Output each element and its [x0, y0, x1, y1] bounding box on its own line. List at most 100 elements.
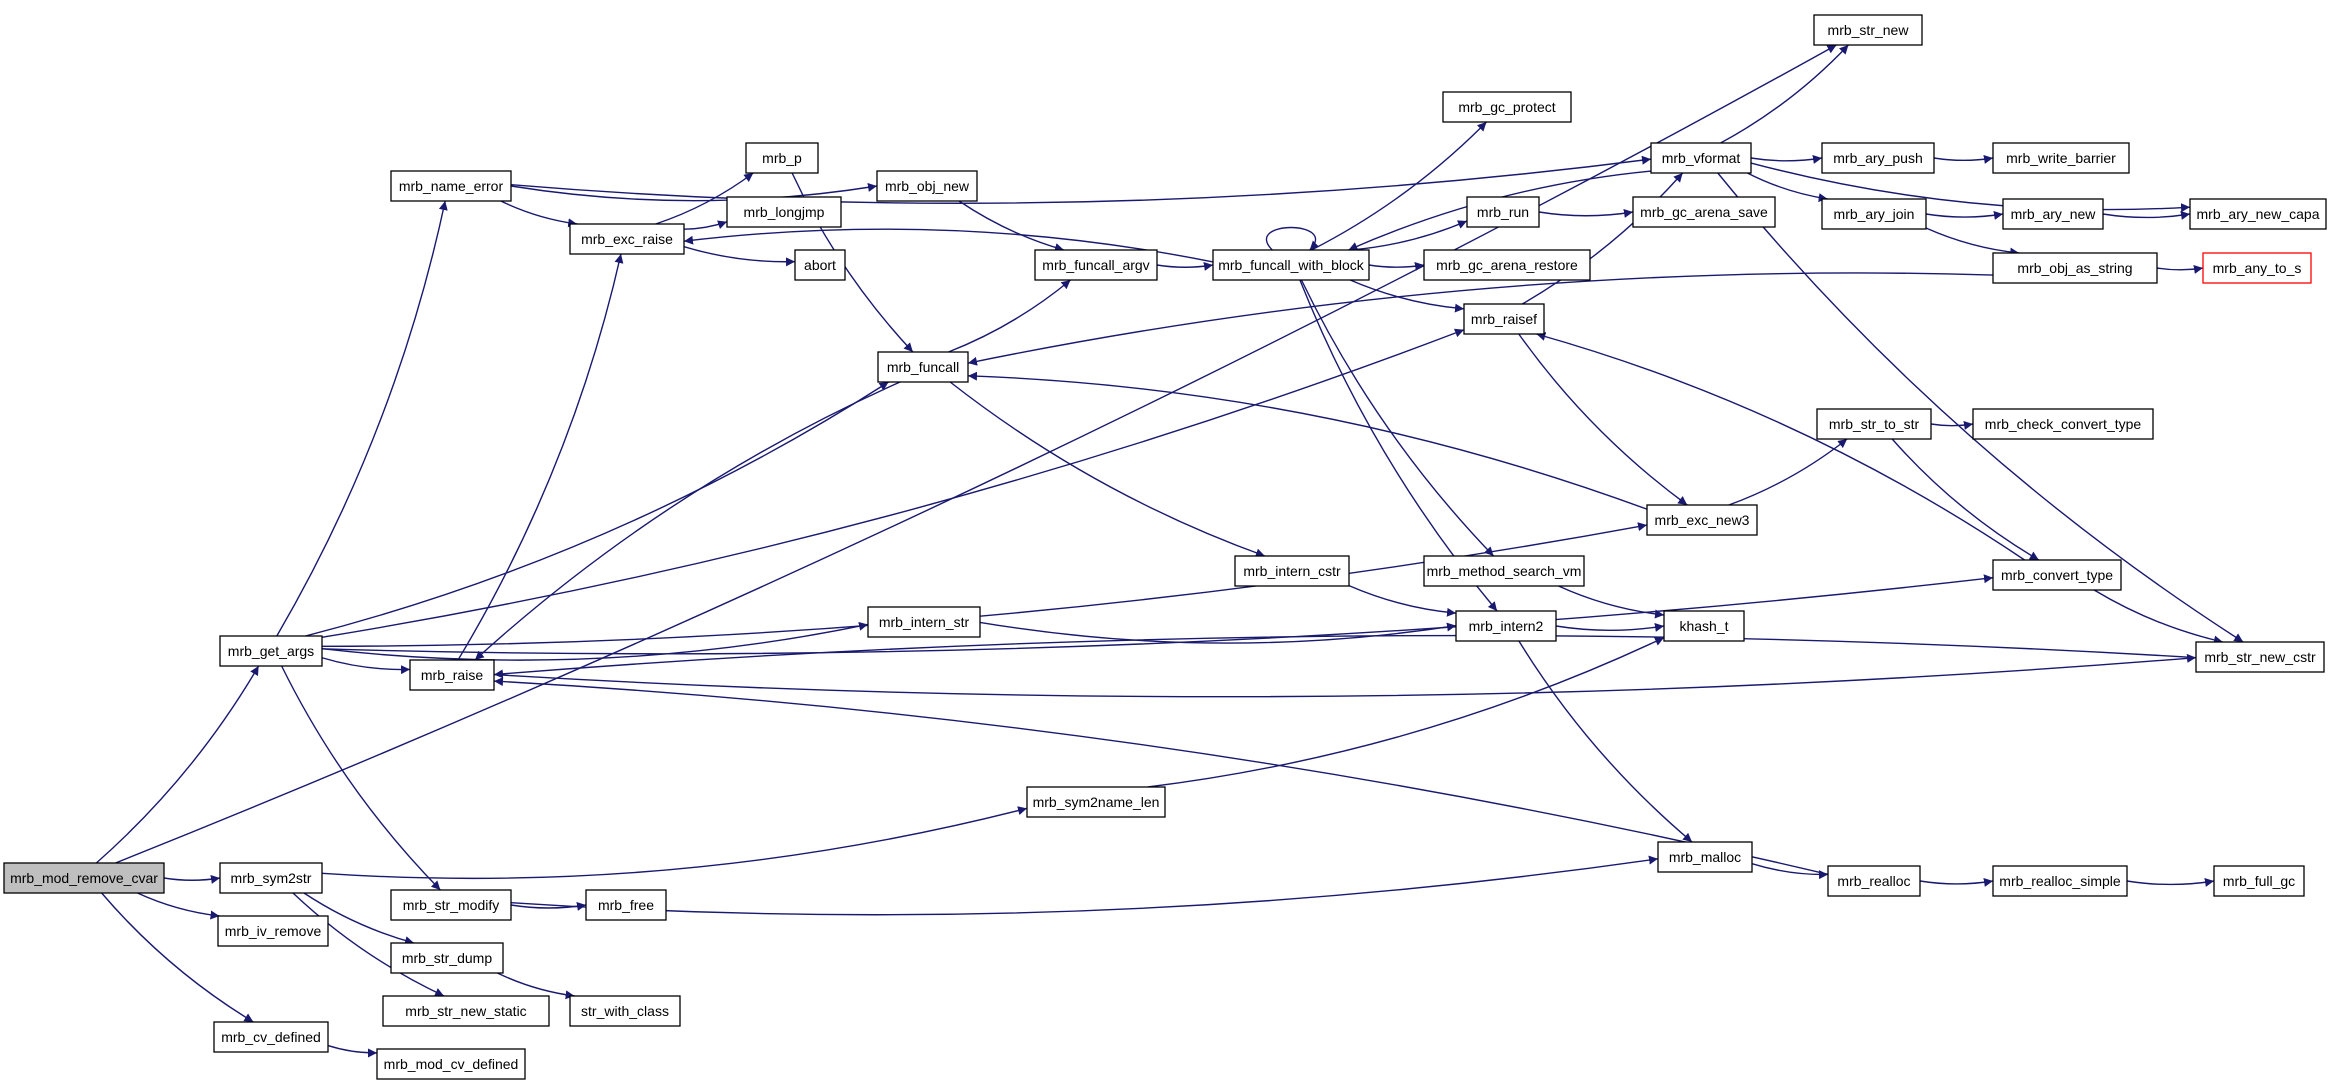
- node-label-realloc-simple: mrb_realloc_simple: [1999, 873, 2121, 889]
- node-convert-type[interactable]: mrb_convert_type: [1992, 559, 2122, 591]
- node-funcall[interactable]: mrb_funcall: [877, 351, 969, 383]
- node-khash-t[interactable]: khash_t: [1663, 610, 1745, 642]
- edge-vformat-to-ary-new-capa: [1750, 162, 2191, 213]
- node-str-with-class[interactable]: str_with_class: [569, 995, 681, 1027]
- edge-funcall-with-block-to-method-search-vm: [1300, 279, 1495, 557]
- node-root[interactable]: mrb_mod_remove_cvar: [3, 862, 165, 894]
- node-str-dump[interactable]: mrb_str_dump: [390, 942, 504, 974]
- node-str-new-static[interactable]: mrb_str_new_static: [382, 995, 550, 1027]
- node-box-str-new: [1813, 14, 1923, 46]
- node-box-root: [3, 862, 165, 894]
- node-sym2name-len[interactable]: mrb_sym2name_len: [1026, 786, 1166, 818]
- node-longjmp[interactable]: mrb_longjmp: [726, 196, 842, 228]
- edge-intern2-to-malloc: [1518, 640, 1693, 843]
- edge-root-to-get-args: [95, 665, 260, 864]
- node-cv-defined[interactable]: mrb_cv_defined: [213, 1021, 329, 1053]
- edge-convert-type-to-raisef: [1536, 332, 2025, 561]
- node-full-gc[interactable]: mrb_full_gc: [2213, 865, 2305, 897]
- edge-funcall-with-block-to-gc-arena-restore: [1368, 261, 1425, 271]
- node-get-args[interactable]: mrb_get_args: [219, 635, 323, 667]
- node-label-str-to-str: mrb_str_to_str: [1829, 416, 1920, 432]
- node-str-modify[interactable]: mrb_str_modify: [390, 889, 512, 921]
- edge-get-args-to-raise: [321, 657, 411, 675]
- node-p[interactable]: mrb_p: [745, 142, 819, 174]
- node-box-gc-arena-restore: [1423, 249, 1591, 281]
- node-obj-new[interactable]: mrb_obj_new: [876, 170, 978, 202]
- node-obj-as-string[interactable]: mrb_obj_as_string: [1992, 252, 2158, 284]
- node-funcall-with-block[interactable]: mrb_funcall_with_block: [1212, 249, 1370, 281]
- edge-raisef-to-exc-new3: [1518, 333, 1688, 506]
- node-label-malloc: mrb_malloc: [1669, 849, 1741, 865]
- node-raisef[interactable]: mrb_raisef: [1463, 303, 1545, 335]
- node-box-write-barrier: [1992, 142, 2130, 174]
- node-str-new[interactable]: mrb_str_new: [1813, 14, 1923, 46]
- node-exc-new3[interactable]: mrb_exc_new3: [1646, 504, 1758, 536]
- node-mod-cv-defined[interactable]: mrb_mod_cv_defined: [376, 1048, 526, 1080]
- node-gc-arena-restore[interactable]: mrb_gc_arena_restore: [1423, 249, 1591, 281]
- node-label-raise: mrb_raise: [421, 667, 483, 683]
- node-label-mod-cv-defined: mrb_mod_cv_defined: [384, 1056, 519, 1072]
- node-ary-join[interactable]: mrb_ary_join: [1821, 198, 1927, 230]
- node-label-str-new-static: mrb_str_new_static: [405, 1003, 526, 1019]
- node-label-iv-remove: mrb_iv_remove: [225, 923, 322, 939]
- node-label-sym2name-len: mrb_sym2name_len: [1033, 794, 1160, 810]
- node-realloc-simple[interactable]: mrb_realloc_simple: [1992, 865, 2128, 897]
- node-sym2str[interactable]: mrb_sym2str: [219, 862, 323, 894]
- node-label-longjmp: mrb_longjmp: [744, 204, 825, 220]
- node-box-method-search-vm: [1423, 555, 1585, 587]
- node-box-malloc: [1657, 841, 1753, 873]
- node-ary-push[interactable]: mrb_ary_push: [1821, 142, 1935, 174]
- node-run[interactable]: mrb_run: [1466, 196, 1540, 228]
- node-write-barrier[interactable]: mrb_write_barrier: [1992, 142, 2130, 174]
- edge-exc-new3-to-str-to-str: [1728, 438, 1848, 506]
- node-vformat[interactable]: mrb_vformat: [1650, 142, 1752, 174]
- node-free[interactable]: mrb_free: [585, 889, 667, 921]
- node-intern2[interactable]: mrb_intern2: [1455, 610, 1557, 642]
- node-label-str-new: mrb_str_new: [1828, 22, 1910, 38]
- node-funcall-argv[interactable]: mrb_funcall_argv: [1034, 249, 1158, 281]
- node-intern-str[interactable]: mrb_intern_str: [867, 606, 981, 638]
- node-exc-raise[interactable]: mrb_exc_raise: [569, 223, 685, 255]
- node-gc-protect[interactable]: mrb_gc_protect: [1442, 91, 1572, 123]
- node-label-exc-raise: mrb_exc_raise: [581, 231, 673, 247]
- node-str-new-cstr[interactable]: mrb_str_new_cstr: [2195, 641, 2325, 673]
- node-str-to-str[interactable]: mrb_str_to_str: [1816, 408, 1932, 440]
- node-name-error[interactable]: mrb_name_error: [390, 170, 512, 202]
- edge-raisef-to-vformat: [1521, 172, 1684, 305]
- edge-name-error-to-exc-raise: [500, 200, 578, 228]
- node-box-vformat: [1650, 142, 1752, 174]
- edge-obj-as-string-to-funcall: [967, 272, 1994, 366]
- node-label-exc-new3: mrb_exc_new3: [1655, 512, 1750, 528]
- node-intern-cstr[interactable]: mrb_intern_cstr: [1234, 555, 1350, 587]
- node-ary-new-capa[interactable]: mrb_ary_new_capa: [2189, 198, 2327, 230]
- node-realloc[interactable]: mrb_realloc: [1827, 865, 1921, 897]
- node-check-convert-type[interactable]: mrb_check_convert_type: [1972, 408, 2154, 440]
- node-label-gc-protect: mrb_gc_protect: [1458, 99, 1555, 115]
- node-box-ary-push: [1821, 142, 1935, 174]
- edge-vformat-to-str-new-cstr: [1717, 172, 2244, 643]
- node-ary-new[interactable]: mrb_ary_new: [2002, 198, 2104, 230]
- node-method-search-vm[interactable]: mrb_method_search_vm: [1423, 555, 1585, 587]
- node-label-abort: abort: [804, 257, 836, 273]
- node-box-exc-new3: [1646, 504, 1758, 536]
- edge-cv-defined-to-mod-cv-defined: [327, 1044, 378, 1058]
- node-box-obj-new: [876, 170, 978, 202]
- node-abort[interactable]: abort: [794, 249, 846, 281]
- node-any-to-s[interactable]: mrb_any_to_s: [2202, 252, 2312, 284]
- node-gc-arena-save[interactable]: mrb_gc_arena_save: [1632, 196, 1776, 228]
- edge-exc-raise-to-p: [655, 172, 754, 225]
- node-label-obj-new: mrb_obj_new: [885, 178, 970, 194]
- node-malloc[interactable]: mrb_malloc: [1657, 841, 1753, 873]
- node-raise[interactable]: mrb_raise: [409, 659, 495, 691]
- node-label-realloc: mrb_realloc: [1837, 873, 1910, 889]
- node-box-free: [585, 889, 667, 921]
- edge-get-args-to-convert-type: [321, 574, 1994, 655]
- node-label-str-with-class: str_with_class: [581, 1003, 669, 1019]
- node-box-ary-join: [1821, 198, 1927, 230]
- edge-exc-raise-to-longjmp: [683, 220, 728, 230]
- node-box-run: [1466, 196, 1540, 228]
- node-box-sym2str: [219, 862, 323, 894]
- edge-ary-push-to-write-barrier: [1933, 154, 1994, 164]
- node-label-name-error: mrb_name_error: [399, 178, 504, 194]
- node-iv-remove[interactable]: mrb_iv_remove: [217, 915, 329, 947]
